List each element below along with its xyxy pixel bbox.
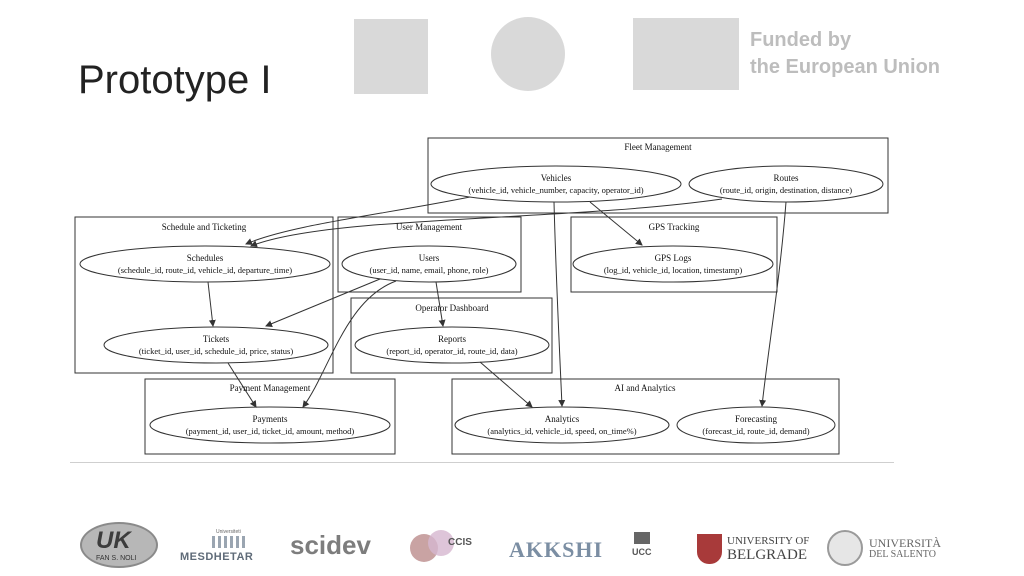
cluster-schedule-ticketing [74, 216, 334, 374]
logo-mesdhetar-columns [212, 536, 248, 548]
logo-mesdhetar-small: Universiteti [216, 529, 241, 535]
cluster-label-ai: AI and Analytics [615, 383, 676, 393]
node-analytics-name: Analytics [545, 414, 580, 424]
cluster-payment-management [144, 378, 396, 455]
edge-vehicles-analytics [553, 201, 566, 407]
logo-belgrade-top: UNIVERSITY OF [727, 535, 810, 547]
logo-ucc-book-icon [634, 532, 650, 544]
logo-salento-top: UNIVERSITÀ [869, 536, 941, 550]
logo-mesdhetar-text: MESDHETAR [180, 551, 254, 563]
cluster-label-user: User Management [396, 222, 463, 232]
node-payments-fields: (payment_id, user_id, ticket_id, amount,… [186, 426, 355, 436]
logo-uk-caption: FAN S. NOLI [96, 555, 137, 562]
node-forecasting [676, 406, 836, 444]
node-reports-name: Reports [438, 334, 466, 344]
logo-belgrade-bottom: BELGRADE [727, 547, 807, 563]
edge-schedules-tickets [207, 281, 216, 327]
edge-tickets-payments [227, 362, 257, 408]
edge-users-tickets [265, 278, 381, 327]
slide-title: Prototype I [78, 58, 272, 102]
edge-routes-forecasting [759, 201, 787, 407]
node-schedules [79, 245, 331, 283]
edge-vehicles-schedules [245, 196, 471, 245]
node-forecasting-name: Forecasting [735, 414, 777, 424]
edge-reports-analytics [479, 361, 533, 408]
node-users-fields: (user_id, name, email, phone, role) [370, 265, 489, 275]
node-routes-name: Routes [773, 173, 798, 183]
cluster-gps-tracking [570, 216, 778, 293]
eu-flag-logo [633, 18, 739, 90]
node-forecasting-fields: (forecast_id, route_id, demand) [702, 426, 809, 436]
logo-scidev: scidev [290, 530, 371, 560]
cluster-user-management [337, 216, 522, 293]
logo-ccis: CCIS [408, 526, 490, 568]
node-vehicles [430, 165, 682, 203]
node-gps-logs [572, 245, 774, 283]
cluster-label-gps: GPS Tracking [649, 222, 700, 232]
cluster-ai-analytics [451, 378, 840, 455]
node-users [341, 245, 517, 283]
node-reports [354, 326, 550, 364]
logo-universita-salento: UNIVERSITÀ DEL SALENTO [827, 528, 945, 568]
logo-salento-bottom: DEL SALENTO [869, 549, 936, 560]
cluster-operator-dashboard [350, 297, 553, 374]
architecture-diagram: Fleet Management Schedule and Ticketing … [74, 137, 889, 455]
node-schedules-fields: (schedule_id, route_id, vehicle_id, depa… [118, 265, 292, 275]
logo-ucc-text: UCC [632, 547, 652, 557]
funding-line-2: the European Union [750, 56, 940, 78]
cluster-label-operator: Operator Dashboard [415, 303, 489, 313]
logo-uk-mark: UK [96, 527, 131, 554]
cluster-fleet-management [427, 137, 889, 214]
node-payments-name: Payments [253, 414, 288, 424]
node-tickets [103, 326, 329, 364]
edge-users-payments [302, 280, 397, 408]
node-vehicles-fields: (vehicle_id, vehicle_number, capacity, o… [468, 185, 643, 195]
logo-mesdhetar: Universiteti MESDHETAR [178, 528, 258, 568]
logo-akkshi: AKKSHI [509, 537, 604, 562]
node-analytics [454, 406, 670, 444]
logo-belgrade-crest-icon [697, 534, 722, 564]
logo-ccis-circle-2 [428, 530, 454, 556]
logo-ccis-text: CCIS [448, 537, 472, 548]
funding-line-1: Funded by [750, 29, 852, 51]
logo-ucc: UCC [622, 532, 662, 568]
node-routes [688, 165, 884, 203]
edge-routes-schedules [250, 198, 723, 248]
node-tickets-fields: (ticket_id, user_id, schedule_id, price,… [139, 346, 294, 356]
logo-uk-fan-noli: UK FAN S. NOLI [80, 522, 158, 568]
node-reports-fields: (report_id, operator_id, route_id, data) [386, 346, 517, 356]
cluster-label-schedule: Schedule and Ticketing [162, 222, 247, 232]
logo-salento-seal-icon [827, 530, 863, 566]
node-analytics-fields: (analytics_id, vehicle_id, speed, on_tim… [487, 426, 636, 436]
cluster-label-payment: Payment Management [230, 383, 311, 393]
node-payments [149, 406, 391, 444]
node-gps-logs-name: GPS Logs [655, 253, 692, 263]
node-gps-logs-fields: (log_id, vehicle_id, location, timestamp… [604, 265, 742, 275]
edge-vehicles-gps [589, 201, 643, 246]
partner-logo-1 [354, 19, 428, 94]
edge-users-reports [435, 281, 446, 327]
funding-label: Funded by the European Union [750, 27, 940, 81]
node-tickets-name: Tickets [203, 334, 230, 344]
partner-seal-logo [491, 17, 565, 91]
cluster-label-fleet: Fleet Management [624, 142, 692, 152]
footer-divider [70, 462, 894, 463]
logo-university-belgrade: UNIVERSITY OF BELGRADE [697, 532, 809, 568]
node-users-name: Users [419, 253, 440, 263]
node-vehicles-name: Vehicles [541, 173, 572, 183]
node-schedules-name: Schedules [187, 253, 224, 263]
node-routes-fields: (route_id, origin, destination, distance… [720, 185, 852, 195]
